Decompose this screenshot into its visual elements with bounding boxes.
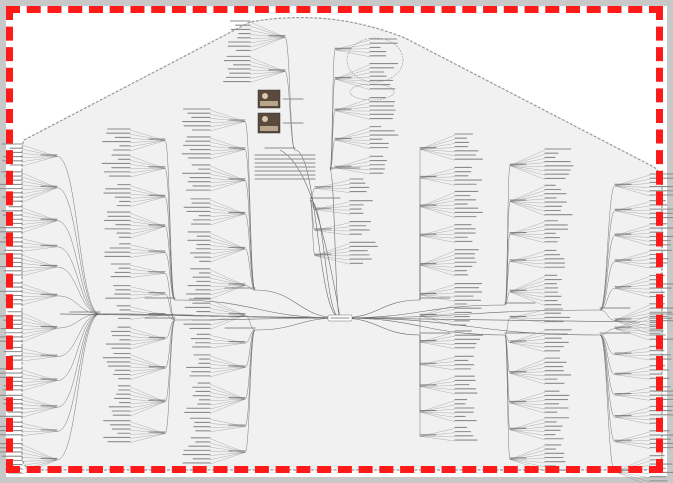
image-thumbnail-detail [260, 101, 278, 106]
image-thumbnail-detail [262, 116, 268, 122]
image-thumbnail-detail [260, 126, 278, 131]
image-thumbnail-detail [262, 93, 268, 99]
